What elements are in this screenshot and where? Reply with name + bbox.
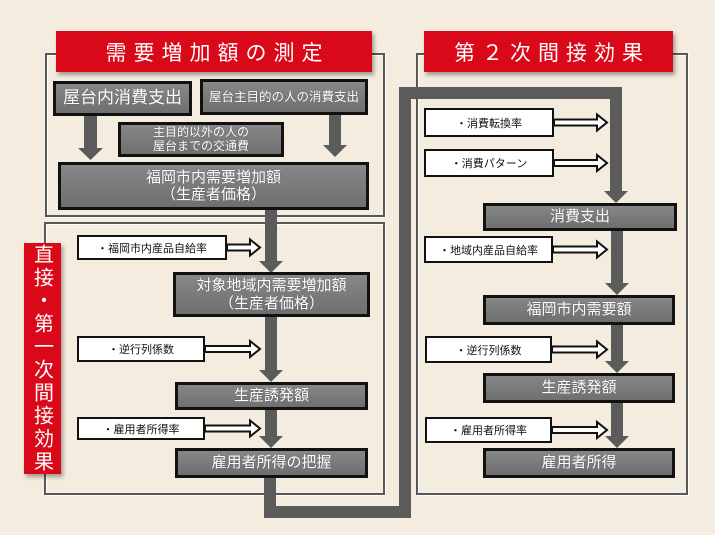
arrow-right-inverse-matrix-left <box>204 338 262 360</box>
inverse-matrix-text-left: ・逆行列係数 <box>108 343 174 356</box>
arrow-down-yatai-consumption <box>78 116 103 160</box>
arrow-right-self-sufficiency <box>226 237 262 258</box>
arrow-down-to-fukuoka-demand <box>605 231 629 295</box>
yatai-consumption-text: 屋台内消費支出 <box>63 87 182 108</box>
production-induced-text-right: 生産誘発額 <box>541 378 617 397</box>
fukuoka-demand-text: 福岡市内需要額 <box>526 300 632 319</box>
employee-income-text: 雇用者所得 <box>541 453 617 472</box>
employee-income-grasp-box: 雇用者所得の把握 <box>175 448 368 478</box>
demand-section-title: 需要増加額の測定 <box>56 31 372 72</box>
employee-income-grasp-text: 雇用者所得の把握 <box>211 453 332 472</box>
arrow-right-regional-self-sufficiency <box>552 239 609 260</box>
other-purpose-travel-line1: 主目的以外の人の <box>152 124 249 139</box>
inverse-matrix-box-right: ・逆行列係数 <box>425 336 552 363</box>
arrow-down-to-production-left <box>259 317 283 382</box>
production-induced-box-right: 生産誘発額 <box>483 373 675 403</box>
consumption-pattern-text: ・消費パターン <box>450 157 528 170</box>
employee-income-box: 雇用者所得 <box>483 448 675 478</box>
other-purpose-travel-line2: 屋台までの交通費 <box>152 138 249 153</box>
fukuoka-demand-increase-line2: （生産者価格） <box>160 185 266 203</box>
secondary-section-title: 第２次間接効果 <box>424 31 673 72</box>
employee-income-rate-box-right: ・雇用者所得率 <box>425 417 552 443</box>
demand-section-title-text: 需要増加額の測定 <box>105 40 330 65</box>
arrow-down-main-purpose <box>323 115 347 157</box>
target-area-demand-line2: （生産者価格） <box>218 293 324 312</box>
secondary-section-title-text: 第２次間接効果 <box>454 40 650 65</box>
consumption-conversion-rate-text: ・消費転換率 <box>456 116 522 130</box>
fukuoka-demand-box: 福岡市内需要額 <box>483 295 675 325</box>
arrow-right-income-rate-right <box>551 419 609 441</box>
arrow-down-to-income-grasp <box>259 410 283 448</box>
target-area-demand-line1: 対象地域内需要増加額 <box>196 276 347 295</box>
arrow-right-conversion-rate <box>553 112 609 133</box>
direct-section-label: 直接・第一次間接効果 <box>24 243 61 474</box>
self-sufficiency-rate-box: ・福岡市内産品自給率 <box>77 235 227 260</box>
arrow-down-to-production-right <box>605 325 629 373</box>
other-purpose-travel-box: 主目的以外の人の 屋台までの交通費 <box>118 122 284 157</box>
regional-self-sufficiency-text: ・地域内産品自給率 <box>439 243 538 257</box>
yatai-main-purpose-box: 屋台主目的の人の消費支出 <box>200 79 368 115</box>
employee-income-rate-text-right: ・雇用者所得率 <box>450 424 527 437</box>
arrow-right-income-rate-left <box>204 418 262 439</box>
arrow-right-consumption-pattern <box>553 152 609 174</box>
arrow-down-to-target-demand <box>259 210 283 273</box>
consumption-spending-box: 消費支出 <box>483 203 677 231</box>
consumption-conversion-rate-box: ・消費転換率 <box>424 108 554 137</box>
consumption-pattern-box: ・消費パターン <box>424 149 554 177</box>
direct-section-label-text: 直接・第一次間接効果 <box>30 243 55 474</box>
yatai-consumption-box: 屋台内消費支出 <box>53 81 192 116</box>
target-area-demand-box: 対象地域内需要増加額 （生産者価格） <box>173 272 370 317</box>
employee-income-rate-text-left: ・雇用者所得率 <box>102 422 180 436</box>
fukuoka-demand-increase-line1: 福岡市内需要増加額 <box>145 167 281 186</box>
consumption-spending-text: 消費支出 <box>549 207 610 226</box>
employee-income-rate-box-left: ・雇用者所得率 <box>77 417 205 440</box>
regional-self-sufficiency-box: ・地域内産品自給率 <box>424 236 553 263</box>
self-sufficiency-rate-text: ・福岡市内産品自給率 <box>97 241 207 255</box>
yatai-main-purpose-text: 屋台主目的の人の消費支出 <box>208 88 359 104</box>
fukuoka-demand-increase-box: 福岡市内需要増加額 （生産者価格） <box>58 162 369 210</box>
production-induced-box-left: 生産誘発額 <box>175 382 368 410</box>
arrow-down-to-employee-income <box>605 403 629 448</box>
inverse-matrix-text-right: ・逆行列係数 <box>455 343 522 357</box>
production-induced-text-left: 生産誘発額 <box>233 386 309 405</box>
inverse-matrix-box-left: ・逆行列係数 <box>77 336 205 362</box>
arrow-right-inverse-matrix-right <box>551 339 609 360</box>
